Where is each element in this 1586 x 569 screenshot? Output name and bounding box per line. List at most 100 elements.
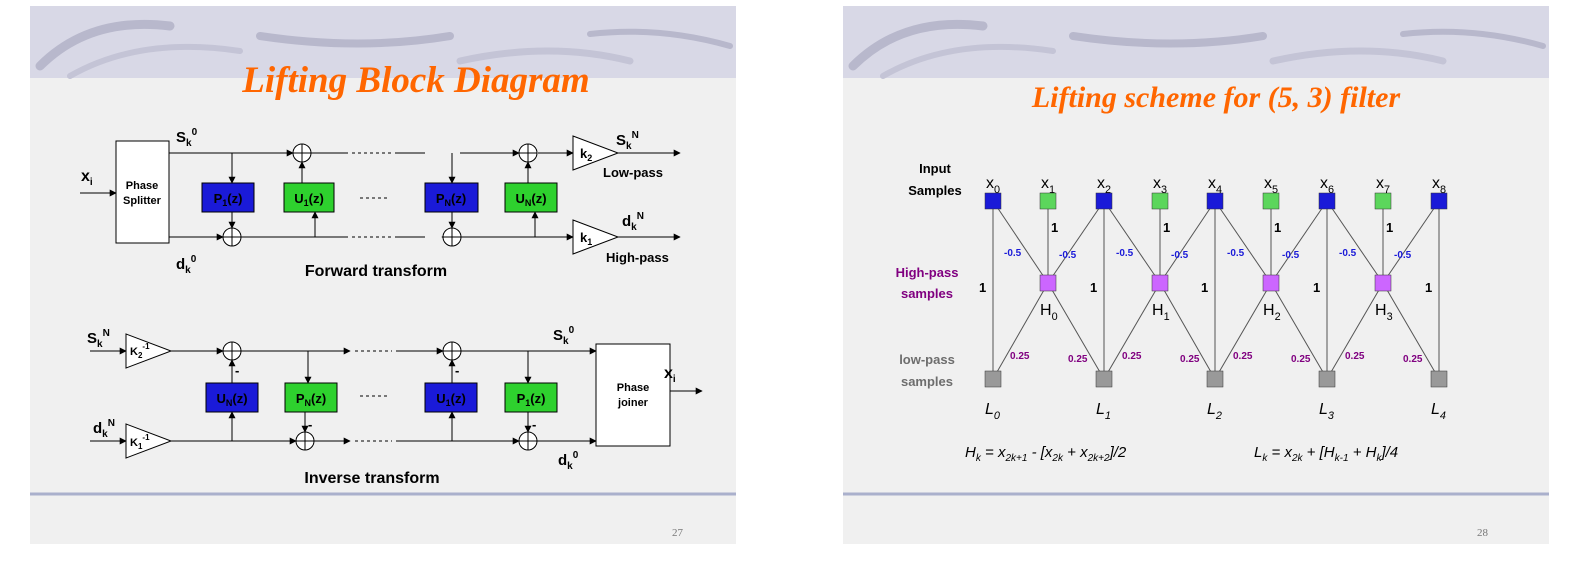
- formulas: Hk = x2k+1 - [x2k + x2k+2]/2 Lk = x2k + …: [965, 444, 1398, 464]
- edge-update: [1382, 282, 1440, 380]
- un-inverse-block: [205, 382, 259, 413]
- inverse-blocks: [205, 382, 558, 413]
- forward-blocks: [201, 182, 558, 213]
- weight-update-left: 0.25: [1122, 351, 1142, 362]
- lowpass-label-3: L3: [1319, 401, 1334, 422]
- p1-inverse-label: P1(z): [517, 391, 546, 408]
- highpass-node: [1262, 274, 1280, 292]
- slide-27-canvas: Lifting Block Diagram: [30, 6, 736, 539]
- weight-update-right: 0.25: [1403, 354, 1423, 365]
- s-k0-output-label: Sk0: [553, 325, 575, 347]
- highpass-label-3: H3: [1375, 302, 1393, 323]
- lowpass-label-1: L1: [1096, 401, 1111, 422]
- highpass-label-0: H0: [1040, 302, 1058, 323]
- edge-update: [1270, 282, 1328, 380]
- edge-predict: [1159, 200, 1216, 284]
- slide-title: Lifting Block Diagram: [241, 60, 589, 101]
- input-sample-node: [1151, 192, 1169, 210]
- pn-label: PN(z): [436, 191, 466, 208]
- forward-transform-caption: Forward transform: [305, 263, 447, 280]
- edge-predict: [1326, 200, 1384, 284]
- inverse-transform-diagram: [90, 333, 703, 459]
- inverse-transform-caption: Inverse transform: [304, 470, 439, 487]
- minus-sign-1: -: [235, 363, 239, 378]
- input-sample-node: [1374, 192, 1392, 210]
- input-sample-label-6: x6: [1320, 175, 1334, 196]
- edge-predict: [1047, 200, 1105, 284]
- minus-sign-3: -: [455, 363, 459, 378]
- edge-update: [1047, 282, 1105, 380]
- edge-update: [1103, 282, 1161, 380]
- input-samples-label-line2: Samples: [908, 183, 961, 198]
- lowpass-label-0: L0: [985, 401, 1000, 422]
- edge-predict: [992, 200, 1049, 284]
- s-kN-output-label: SkN: [616, 130, 639, 152]
- pn-inverse-label: PN(z): [296, 391, 326, 408]
- lowpass-node: [984, 370, 1002, 388]
- highpass-node: [1374, 274, 1392, 292]
- weight-predict-left: -0.5: [1004, 248, 1022, 259]
- highpass-samples-label-line2: samples: [901, 286, 953, 301]
- un-block: [504, 182, 558, 213]
- p1-inverse-block: [504, 382, 558, 413]
- u1-inverse-label: U1(z): [436, 391, 466, 408]
- output-x-label: xi: [664, 365, 676, 385]
- weight-update-left: 0.25: [1010, 351, 1030, 362]
- weight-even-one: 1: [1201, 280, 1208, 295]
- u1-block: [283, 182, 335, 213]
- forward-labels: xi Phase Splitter Sk0 dk0 P1(z) U1(z) PN…: [81, 127, 669, 280]
- d-kN-output-label: dkN: [622, 211, 644, 233]
- edge-update: [992, 282, 1049, 380]
- weight-predict-right: -0.5: [1282, 250, 1300, 261]
- lowpass-node: [1206, 370, 1224, 388]
- minus-sign-2: -: [308, 417, 312, 432]
- s-k0-label: Sk0: [176, 127, 198, 149]
- d-k0-label: dk0: [176, 254, 197, 276]
- weight-even-one: 1: [1090, 280, 1097, 295]
- row-labels: Input Samples High-pass samples low-pass…: [896, 161, 962, 389]
- phase-splitter-line1: Phase: [126, 180, 158, 192]
- highpass-samples-label-line1: High-pass: [896, 265, 959, 280]
- weight-predict-right: -0.5: [1171, 250, 1189, 261]
- weight-predict-left: -0.5: [1339, 248, 1357, 259]
- weight-predict-left: -0.5: [1116, 248, 1134, 259]
- k1-inverse-label: K1-1: [130, 433, 150, 451]
- input-sample-label-7: x7: [1376, 175, 1390, 196]
- lowpass-samples-label-line2: samples: [901, 374, 953, 389]
- inverse-labels: SkN dkN K2-1 K1-1 UN(z) PN(z) U1(z) P1(z…: [87, 325, 676, 487]
- p1-block: [201, 182, 255, 213]
- lowpass-label-4: L4: [1431, 401, 1446, 422]
- weight-odd-one: 1: [1163, 220, 1170, 235]
- weight-update-left: 0.25: [1233, 351, 1253, 362]
- un-label: UN(z): [515, 191, 546, 208]
- lowpass-samples-label-line1: low-pass: [899, 352, 955, 367]
- un-inverse-label: UN(z): [216, 391, 247, 408]
- input-sample-node: [984, 192, 1002, 210]
- lowpass-node: [1318, 370, 1336, 388]
- header-band: [30, 6, 736, 79]
- weight-even-one: 1: [1313, 280, 1320, 295]
- weight-update-right: 0.25: [1068, 354, 1088, 365]
- p1-label: P1(z): [214, 191, 243, 208]
- weight-even-one: 1: [979, 280, 986, 295]
- slide-27: Lifting Block Diagram: [30, 6, 736, 544]
- input-sample-node: [1262, 192, 1280, 210]
- k1-gain-label: k1: [580, 230, 592, 247]
- phase-joiner-line2: joiner: [617, 397, 649, 409]
- pn-block: [424, 182, 479, 213]
- u1-label: U1(z): [294, 191, 324, 208]
- input-sample-label-8: x8: [1432, 175, 1446, 196]
- formula-lowpass: Lk = x2k + [Hk-1 + Hk]/4: [1254, 444, 1398, 464]
- input-x-label: xi: [81, 168, 93, 188]
- input-sample-node: [1206, 192, 1224, 210]
- edge-predict: [1214, 200, 1272, 284]
- input-sample-node: [1430, 192, 1448, 210]
- edge-update: [1326, 282, 1384, 380]
- highpass-label-1: H1: [1152, 302, 1170, 323]
- s-kN-input-label: SkN: [87, 328, 110, 350]
- weight-even-one: 1: [1425, 280, 1432, 295]
- edge-predict: [1270, 200, 1328, 284]
- weight-odd-one: 1: [1386, 220, 1393, 235]
